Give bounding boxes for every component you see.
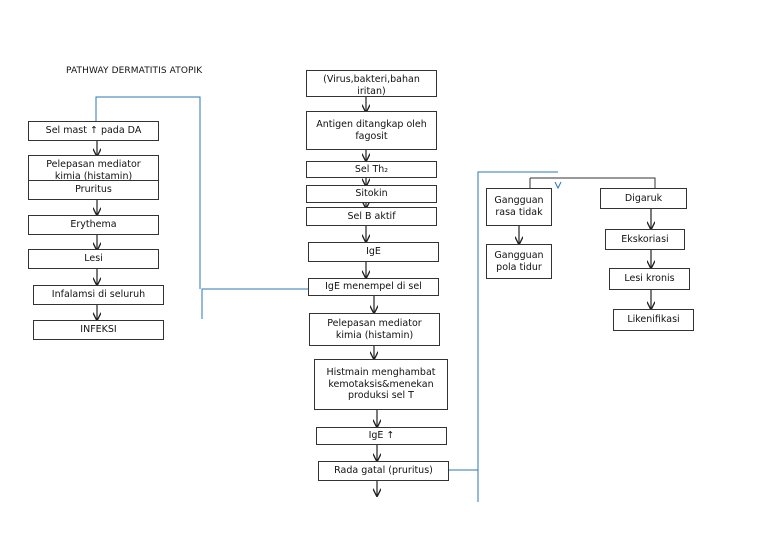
branch-arrow-top <box>554 181 562 190</box>
node-sitokin: Sitokin <box>306 185 437 203</box>
node-ige-naik: IgE ↑ <box>316 427 447 445</box>
node-inflamasi: Infalamsi di seluruh <box>33 285 164 305</box>
node-rada-gatal: Rada gatal (pruritus) <box>318 461 449 481</box>
node-digaruk: Digaruk <box>600 188 687 209</box>
diagram-title: PATHWAY DERMATITIS ATOPIK <box>66 66 203 76</box>
node-infeksi: INFEKSI <box>33 320 164 340</box>
node-likenifikasi: Likenifikasi <box>613 309 694 331</box>
node-lesi: Lesi <box>28 249 159 269</box>
node-pruritus: Pruritus <box>28 180 159 200</box>
node-sel-th2: Sel Th₂ <box>306 161 437 178</box>
node-sel-b-aktif: Sel B aktif <box>306 207 437 226</box>
node-ekskoriasi: Ekskoriasi <box>605 229 685 250</box>
node-histamin-menghambat: Histmain menghambat kemotaksis&menekan p… <box>314 359 448 410</box>
node-sel-mast: Sel mast ↑ pada DA <box>28 121 159 141</box>
node-antigen-fagosit: Antigen ditangkap oleh fagosit <box>306 111 437 150</box>
node-ige-menempel: IgE menempel di sel <box>308 278 439 296</box>
node-gangguan-rasa: Gangguan rasa tidak <box>486 188 552 226</box>
connector-center-to-left <box>95 96 308 319</box>
node-erythema: Erythema <box>28 215 159 235</box>
node-pelepasan-mediator-left: Pelepasan mediator kimia (histamin) <box>28 155 159 182</box>
node-virus-bakteri: (Virus,bakteri,bahan iritan) <box>306 70 437 97</box>
node-pelepasan-mediator-center: Pelepasan mediator kimia (histamin) <box>309 313 440 346</box>
node-lesi-kronis: Lesi kronis <box>609 268 690 290</box>
connector-center-to-right <box>449 171 558 502</box>
branch-line <box>529 177 656 188</box>
node-ige: IgE <box>308 242 439 262</box>
node-gangguan-tidur: Gangguan pola tidur <box>486 244 552 279</box>
